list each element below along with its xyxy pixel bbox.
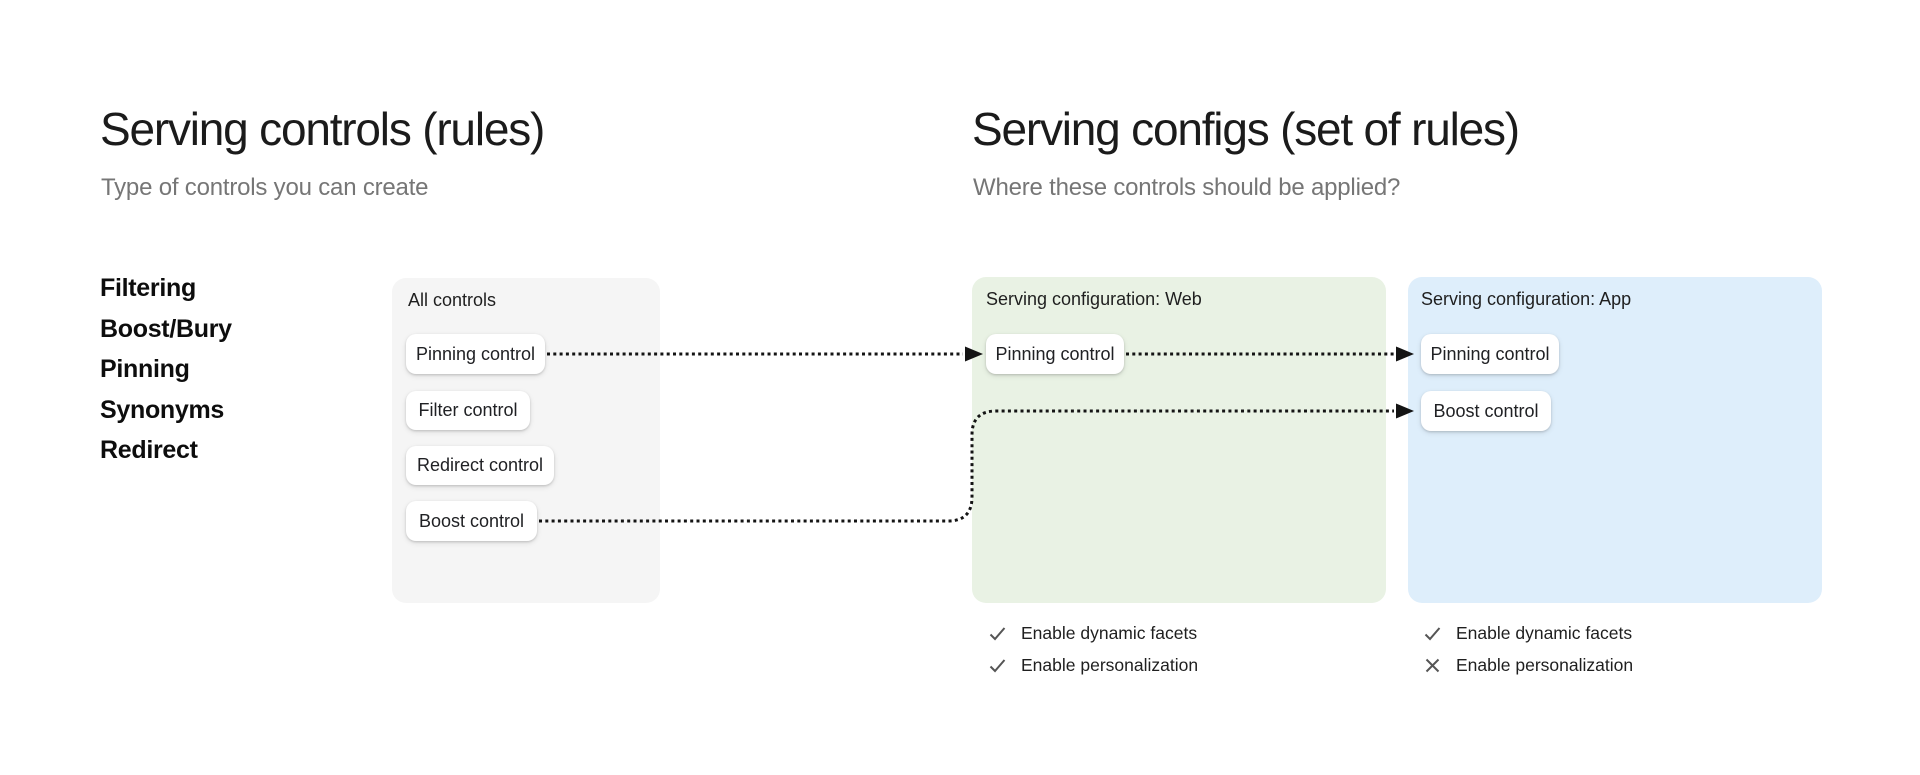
feature-label: Enable dynamic facets [1021, 622, 1198, 643]
app-feature-dynamic-facets: Enable dynamic facets [1423, 617, 1633, 649]
left-section-subtitle: Type of controls you can create [101, 174, 429, 201]
left-section-title: Serving controls (rules) [100, 103, 545, 155]
feature-label: Enable personalization [1021, 654, 1199, 675]
app-feature-personalization: Enable personalization [1423, 649, 1633, 681]
web-config-card-label: Serving configuration: Web [986, 289, 1202, 309]
control-type-filtering: Filtering [100, 274, 196, 302]
web-feature-list: Enable dynamic facets Enable personaliza… [988, 617, 1198, 681]
right-section-title: Serving configs (set of rules) [972, 103, 1520, 155]
app-config-card [1408, 277, 1822, 603]
control-type-synonyms: Synonyms [100, 395, 225, 424]
cross-icon [1425, 658, 1440, 672]
all-controls-card [392, 278, 660, 603]
web-config-card [972, 277, 1386, 603]
app-feature-list: Enable dynamic facets Enable personaliza… [1423, 617, 1633, 681]
all-controls-filter-pill: Filter control [406, 391, 530, 430]
app-config-card-label: Serving configuration: App [1421, 289, 1632, 309]
control-type-redirect: Redirect [100, 436, 198, 464]
control-type-pinning: Pinning [100, 355, 190, 383]
app-boost-pill: Boost control [1421, 391, 1551, 431]
check-icon [989, 626, 1006, 640]
all-controls-card-label: All controls [408, 290, 497, 310]
all-controls-boost-pill: Boost control [406, 501, 537, 541]
all-controls-redirect-pill: Redirect control [406, 446, 554, 485]
control-type-list: Filtering Boost/Bury Pinning Synonyms Re… [100, 268, 232, 471]
control-type-boost-bury: Boost/Bury [100, 314, 232, 343]
check-icon [989, 658, 1006, 672]
app-pinning-pill: Pinning control [1421, 334, 1559, 374]
check-icon [1424, 626, 1441, 640]
web-feature-personalization: Enable personalization [988, 649, 1198, 681]
right-section-subtitle: Where these controls should be applied? [973, 174, 1401, 201]
all-controls-pinning-pill: Pinning control [406, 334, 545, 374]
web-feature-dynamic-facets: Enable dynamic facets [988, 617, 1198, 649]
web-pinning-pill: Pinning control [986, 334, 1124, 374]
feature-label: Enable dynamic facets [1456, 622, 1633, 643]
feature-label: Enable personalization [1456, 654, 1634, 675]
